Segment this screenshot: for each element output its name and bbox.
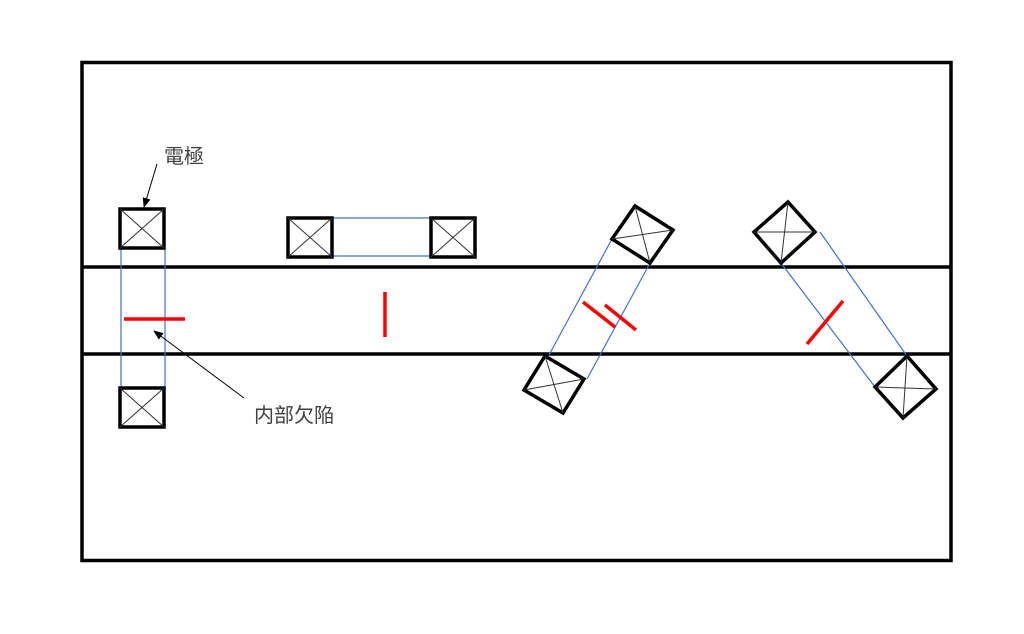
defect-leader-arrow (153, 330, 245, 399)
beam-path (548, 238, 613, 356)
defect-mark (805, 299, 845, 346)
electrode-icon (609, 203, 676, 266)
electrode-pair-horizontal (286, 216, 477, 337)
electrode-pair-diagonal-left (521, 203, 676, 416)
electrode-icon (286, 216, 334, 259)
defect-mark (603, 303, 638, 332)
electrode-icon (429, 216, 477, 259)
electrode-icon (751, 199, 818, 266)
beam-path (780, 262, 876, 388)
electrode-pair-vertical (118, 207, 185, 429)
beam-path (586, 262, 651, 380)
electrode-pair-diagonal-right (751, 199, 939, 421)
electrode-icon (118, 386, 166, 429)
internal-defect-label: 内部欠陥 (254, 403, 334, 427)
electrode-icon (118, 207, 166, 250)
defect-mark (581, 300, 617, 329)
electrode-icon (872, 353, 939, 421)
specimen-frame (80, 60, 953, 563)
electrode-label: 電極 (164, 144, 204, 168)
electrode-icon (521, 353, 587, 416)
electrode-leader-arrow (142, 163, 158, 208)
beam-path (819, 231, 908, 357)
